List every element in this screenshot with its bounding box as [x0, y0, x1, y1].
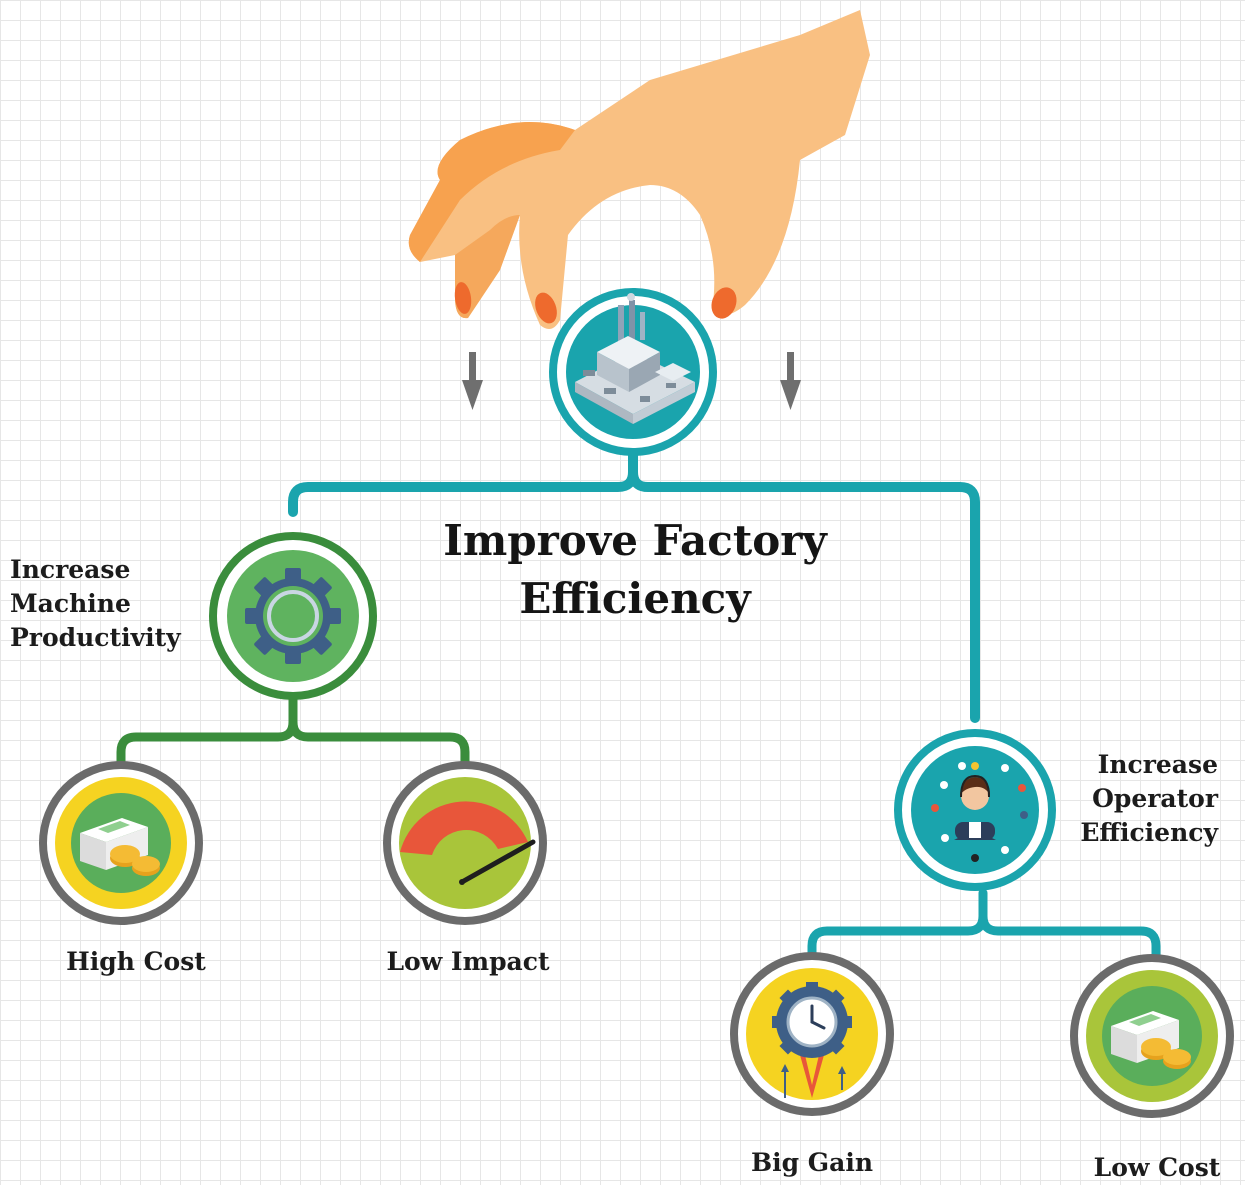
money-stack-icon [80, 818, 160, 876]
clock-rocket-icon [772, 982, 852, 1098]
machine-branch-label: Increase Machine Productivity [10, 555, 181, 652]
machine-connector [116, 693, 470, 768]
operator-node [894, 729, 1056, 891]
title-line-2: Efficiency [519, 574, 751, 623]
low-cost-label: Low Cost [1093, 1153, 1221, 1182]
root-node [549, 288, 717, 456]
high-cost-label: High Cost [66, 947, 206, 976]
down-arrow-icon [780, 352, 801, 410]
low-cost-node [1070, 954, 1234, 1118]
big-gain-label: Big Gain [750, 1148, 874, 1177]
operator-branch-label: Increase Operator Efficiency [1080, 750, 1218, 847]
title-line-1: Improve Factory [443, 516, 827, 565]
root-connector [288, 450, 980, 723]
hand-icon [408, 10, 870, 329]
gear-icon [245, 568, 341, 664]
operator-connector [807, 888, 1161, 961]
operator-headset-icon [931, 762, 1028, 862]
big-gain-node [730, 952, 894, 1116]
machine-node [209, 532, 377, 700]
down-arrow-icon [462, 352, 483, 410]
low-impact-node [383, 761, 547, 925]
high-cost-node [39, 761, 203, 925]
gauge-meter-icon [400, 801, 536, 885]
low-impact-label: Low Impact [386, 947, 550, 976]
diagram-title: Improve Factory Efficiency [380, 512, 890, 628]
factory-icon [575, 293, 695, 424]
money-stack-icon [1111, 1011, 1191, 1069]
